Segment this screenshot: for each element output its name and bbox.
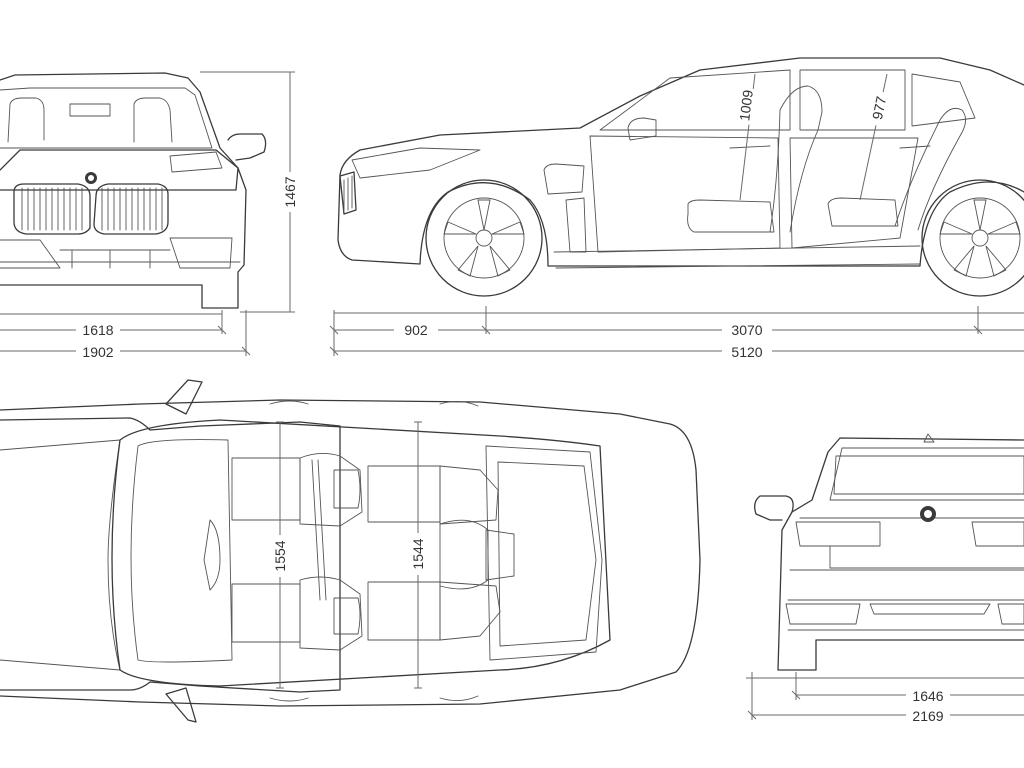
rear-view xyxy=(754,433,1024,671)
grille-bars xyxy=(21,187,163,231)
front-width-label: 1902 xyxy=(82,344,113,360)
side-headroom-rear-label: 977 xyxy=(869,95,890,121)
side-view xyxy=(337,57,1024,297)
side-headroom-front-label: 1009 xyxy=(736,89,756,122)
front-view xyxy=(0,72,267,309)
front-overhang-label: 902 xyxy=(404,322,428,338)
top-dimensions: 1554 1544 xyxy=(271,421,427,689)
rear-width-label: 2169 xyxy=(912,708,943,724)
top-interior-front-label: 1554 xyxy=(272,540,288,571)
front-track-label: 1618 xyxy=(82,322,113,338)
front-height-label: 1467 xyxy=(282,176,298,207)
front-dimensions: 1467 1618 1902 xyxy=(0,71,298,360)
right-mirror-top xyxy=(165,687,197,723)
left-mirror-top xyxy=(165,379,203,415)
top-view xyxy=(0,379,701,723)
rear-track-label: 1646 xyxy=(912,688,943,704)
length-label: 5120 xyxy=(731,344,762,360)
rear-wheel xyxy=(921,179,1024,297)
rear-dimensions: 1646 2169 xyxy=(746,672,1024,724)
front-wheel xyxy=(425,179,543,297)
side-dimensions: 1009 977 902 3070 5120 xyxy=(329,73,1024,360)
wheelbase-label: 3070 xyxy=(731,322,762,338)
top-interior-rear-label: 1544 xyxy=(410,538,426,569)
